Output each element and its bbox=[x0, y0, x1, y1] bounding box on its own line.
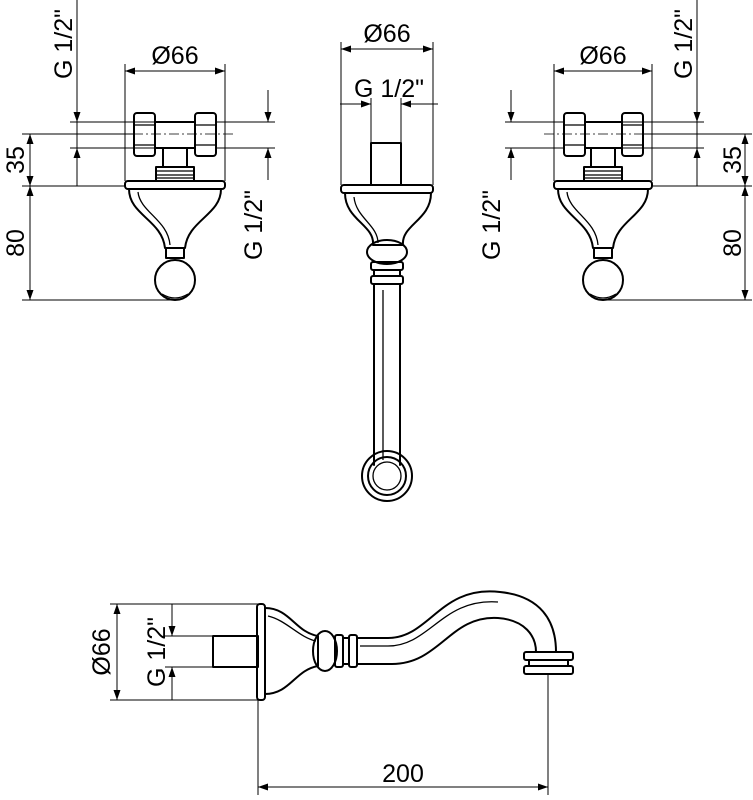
right-valve-diameter-label: Ø66 bbox=[579, 42, 626, 70]
left-valve-height-label: 80 bbox=[2, 229, 30, 257]
left-valve-thread-label: G 1/2" bbox=[50, 9, 78, 79]
right-valve-body bbox=[553, 112, 653, 301]
center-spout-body bbox=[340, 142, 434, 502]
side-view-length-label: 200 bbox=[382, 760, 424, 788]
side-view: Ø66 G 1/2" 200 bbox=[88, 590, 574, 795]
right-valve-dimensions bbox=[505, 0, 752, 301]
center-spout-view: Ø66 G 1/2" bbox=[340, 20, 438, 502]
side-view-dimensions bbox=[110, 603, 549, 795]
right-valve-height-label: 80 bbox=[719, 229, 747, 257]
side-view-thread-label: G 1/2" bbox=[143, 617, 171, 687]
left-valve-body bbox=[124, 112, 226, 301]
left-valve-diameter-label: Ø66 bbox=[151, 42, 198, 70]
side-view-body bbox=[212, 590, 574, 701]
right-valve-side-thread-label: G 1/2" bbox=[478, 190, 506, 260]
right-valve-depth-label: 35 bbox=[719, 146, 747, 174]
left-valve-side-thread-label: G 1/2" bbox=[240, 190, 268, 260]
center-spout-thread-label: G 1/2" bbox=[354, 75, 424, 103]
right-valve-view: Ø66 G 1/2" 35 80 G 1/2" bbox=[478, 0, 752, 301]
left-valve-depth-label: 35 bbox=[2, 146, 30, 174]
left-valve-dimensions bbox=[22, 0, 275, 301]
right-valve-thread-label: G 1/2" bbox=[670, 9, 698, 79]
center-spout-diameter-label: Ø66 bbox=[363, 20, 410, 48]
center-spout-dimensions bbox=[340, 42, 438, 185]
left-valve-view: Ø66 G 1/2" 35 80 G 1/2" bbox=[2, 0, 275, 301]
side-view-diameter-label: Ø66 bbox=[88, 628, 116, 675]
